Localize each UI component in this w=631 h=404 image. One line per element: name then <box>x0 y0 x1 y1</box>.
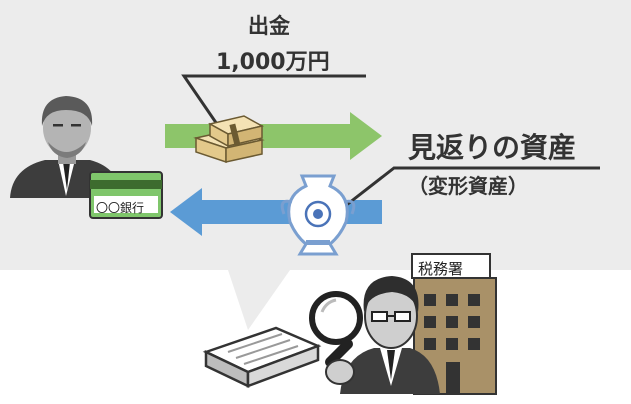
magnifier-icon <box>309 291 363 385</box>
asset-leader-line <box>339 166 600 212</box>
money-stack-icon <box>193 115 265 164</box>
tax-officer-icon <box>340 276 440 394</box>
tax-office-label: 税務署 <box>418 260 464 278</box>
document-stack-icon <box>202 326 322 388</box>
vase-icon <box>280 174 356 256</box>
speech-panel <box>0 0 631 330</box>
withdrawal-label: 出金 <box>248 14 290 38</box>
tax-office-building-icon <box>411 253 497 395</box>
bank-label: 〇〇銀行 <box>96 201 145 215</box>
asset-label: 見返りの資産 <box>408 131 577 164</box>
bank-card-icon <box>89 171 163 219</box>
amount-label: 1,000万円 <box>216 50 330 75</box>
asset-sub-label: （変形資産） <box>408 174 528 198</box>
